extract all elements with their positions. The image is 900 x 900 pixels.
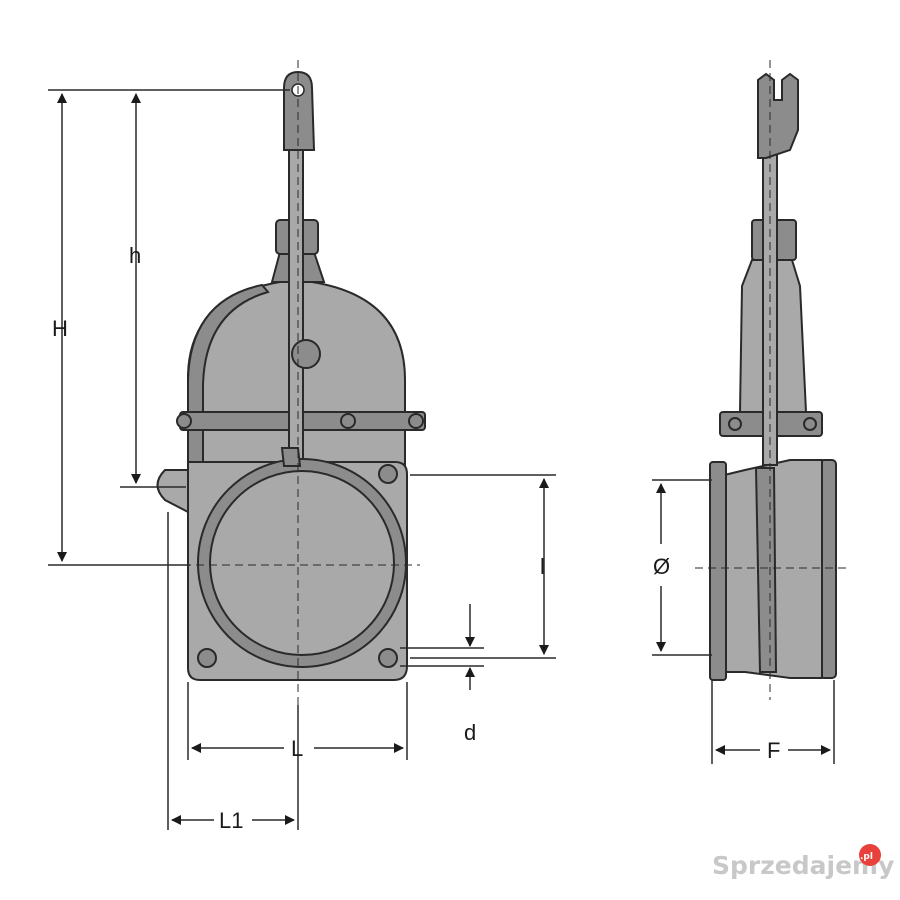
side-view (695, 60, 850, 700)
dimension-labels: H h l d L L1 Ø F (52, 243, 780, 833)
side-fork (757, 72, 799, 159)
flange-hole (378, 648, 398, 668)
label-l: l (540, 554, 545, 579)
side-yoke-bolt (803, 417, 817, 431)
label-h: h (129, 243, 141, 268)
watermark: Sprzedajemy .pl (712, 844, 894, 880)
yoke-bolt (408, 413, 424, 429)
label-L1: L1 (219, 808, 243, 833)
side-lug (156, 469, 189, 514)
dimension-lines (48, 89, 835, 830)
label-F: F (767, 738, 780, 763)
side-yoke-bolt (728, 417, 742, 431)
label-d: d (464, 720, 476, 745)
label-diameter: Ø (653, 554, 670, 579)
gate-tip (280, 447, 302, 467)
stem (288, 147, 304, 461)
yoke-bolt (176, 413, 192, 429)
label-H: H (52, 316, 68, 341)
bore-ring-inner (209, 470, 395, 656)
side-gate (754, 467, 778, 673)
watermark-badge-text: .pl (860, 852, 873, 862)
bonnet-boss (291, 339, 321, 369)
flange-hole (378, 464, 398, 484)
yoke-bolt (340, 413, 356, 429)
watermark-badge (859, 844, 881, 866)
front-view (156, 60, 426, 705)
label-L: L (291, 736, 303, 761)
side-flange-left (709, 461, 727, 681)
flange-hole (197, 648, 217, 668)
